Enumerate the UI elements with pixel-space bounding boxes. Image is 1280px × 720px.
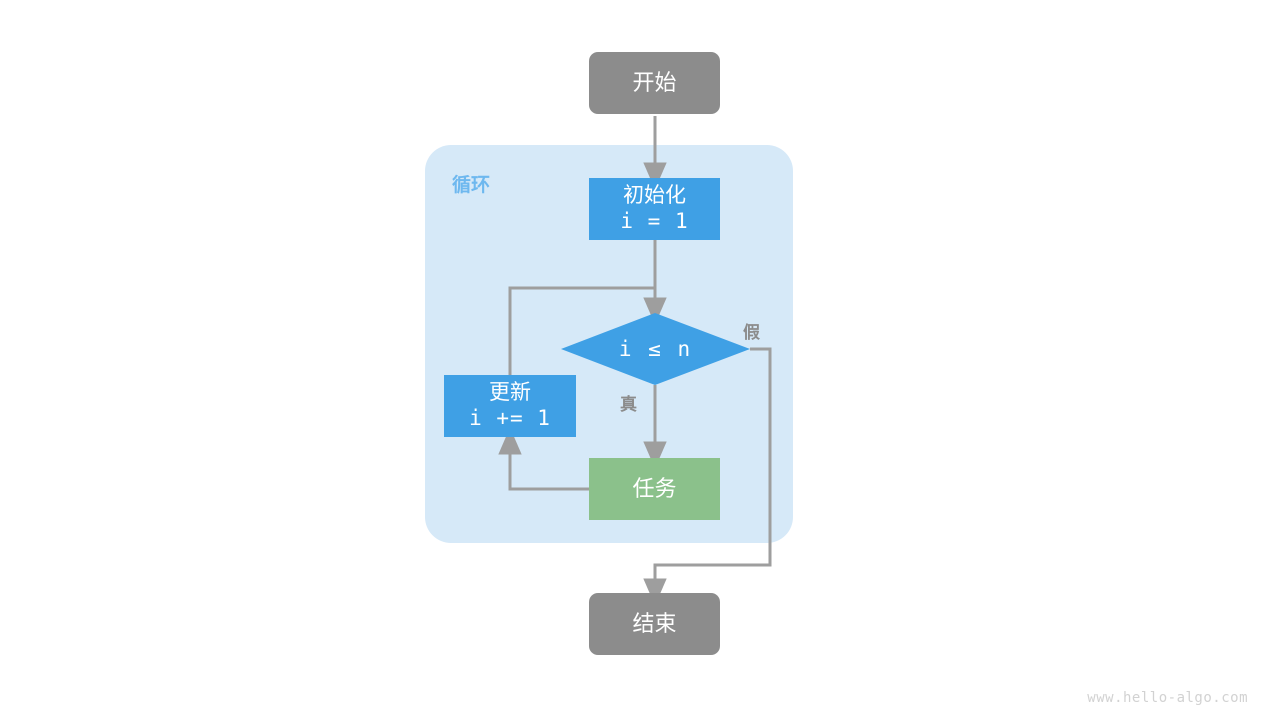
edge-update-to-condition xyxy=(508,286,655,375)
node-task[interactable] xyxy=(589,458,720,520)
node-start[interactable] xyxy=(589,52,720,114)
loop-group-label: 循环 xyxy=(452,175,491,196)
edge-condition-false-to-end xyxy=(643,347,772,606)
node-condition[interactable] xyxy=(561,313,750,385)
edge-label-false: 假 xyxy=(743,323,760,342)
watermark: www.hello-algo.com xyxy=(1087,690,1248,706)
edge-task-to-update xyxy=(498,427,589,491)
node-init[interactable] xyxy=(589,178,720,240)
node-end[interactable] xyxy=(589,593,720,655)
edge-label-true: 真 xyxy=(620,395,637,414)
node-update[interactable] xyxy=(444,375,576,437)
